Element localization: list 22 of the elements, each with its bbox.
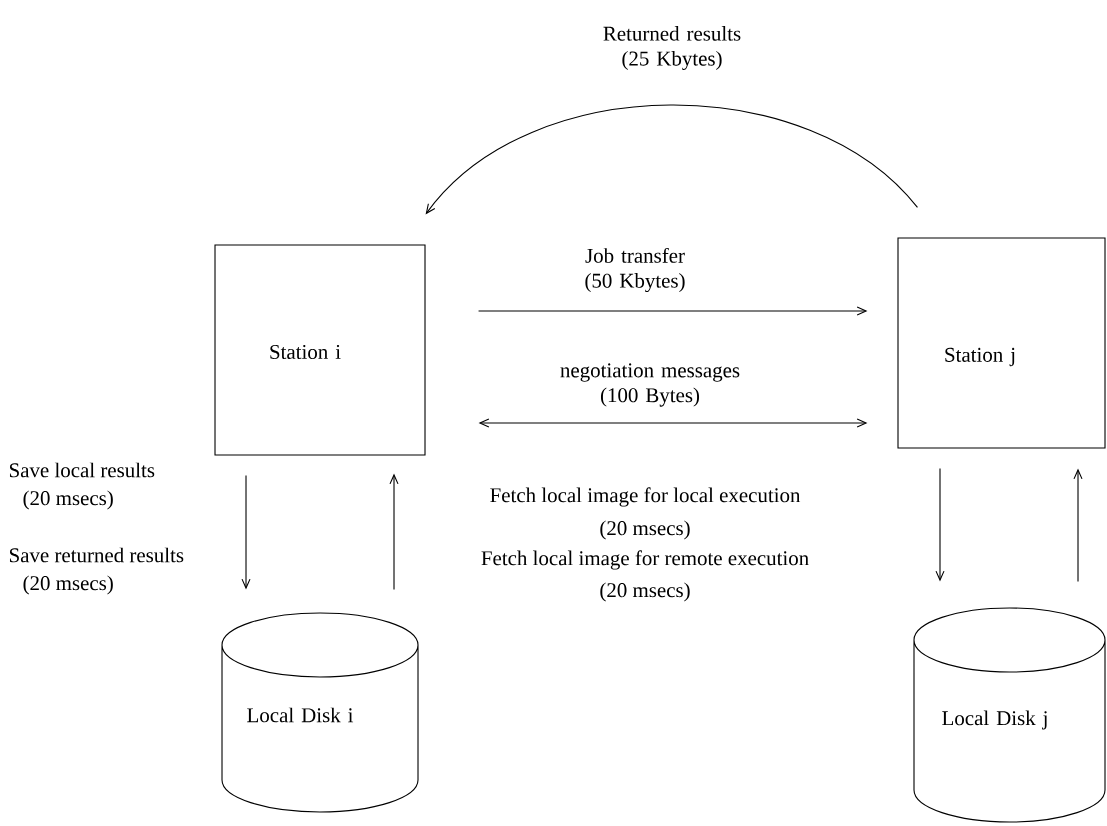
- edge-label: Job transfer (50 Kbytes): [585, 247, 685, 293]
- arrow: [1073, 468, 1083, 582]
- station-box: Station j: [897, 237, 1106, 449]
- edge-label: negotiation messages (100 Bytes): [560, 363, 740, 407]
- edge-label: Returned results (25 Kbytes): [603, 26, 741, 70]
- timing-label: Save local results: [9, 462, 155, 478]
- arrow: [478, 418, 868, 428]
- timing-label: Save returned results: [9, 547, 184, 563]
- timing-label: (20 msecs): [23, 490, 113, 510]
- arrow: [425, 104, 918, 215]
- arrow: [478, 306, 868, 316]
- disk-cylinder: Local Disk j: [913, 607, 1106, 823]
- station-box: Station i: [214, 244, 426, 456]
- arrow: [389, 473, 399, 590]
- timing-label: (20 msecs): [600, 520, 690, 540]
- timing-label: Fetch local image for local execution: [490, 487, 801, 507]
- timing-label: Fetch local image for remote execution: [481, 550, 809, 570]
- timing-label: (20 msecs): [23, 575, 113, 595]
- timing-label: (20 msecs): [600, 582, 690, 602]
- arrow: [241, 475, 251, 590]
- arrow: [935, 468, 945, 582]
- disk-cylinder: Local Disk i: [221, 612, 419, 813]
